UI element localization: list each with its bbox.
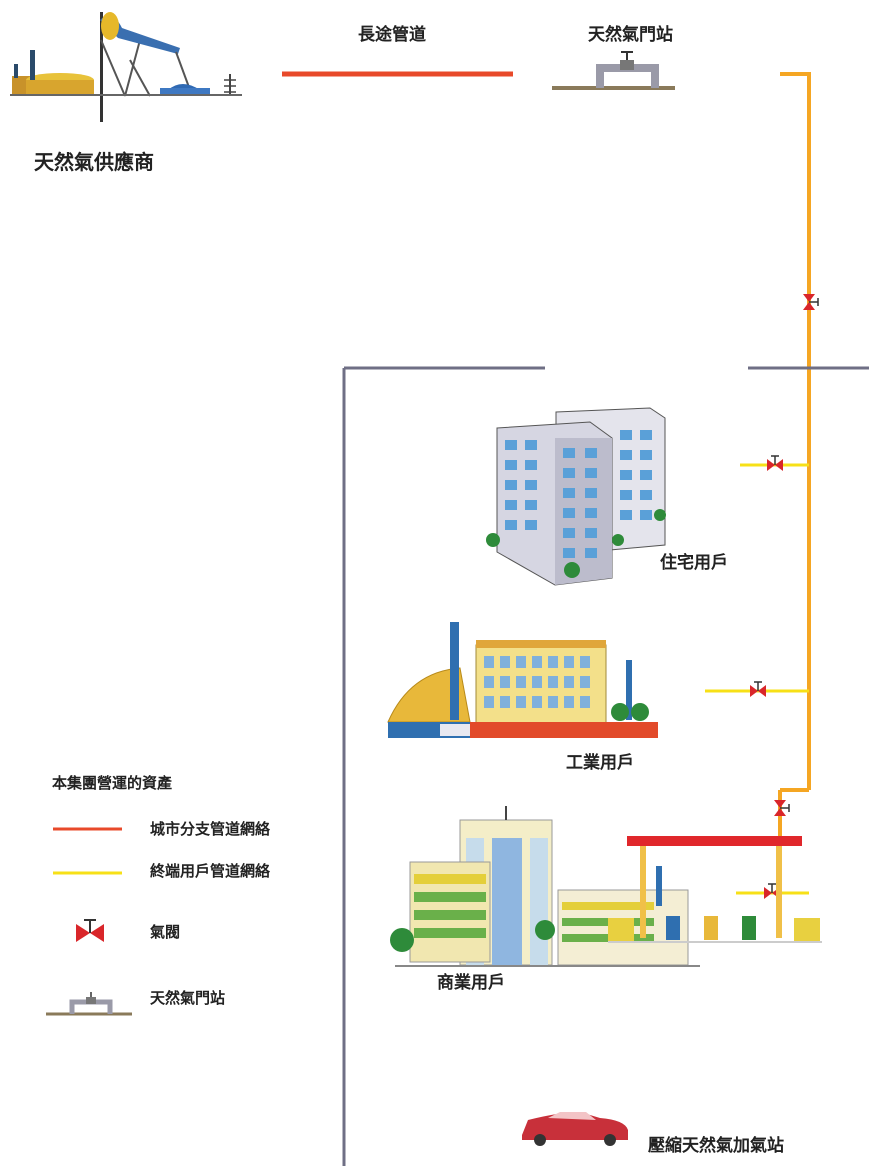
trunk-valve-icon bbox=[802, 293, 819, 311]
commercial-label: 商業用戶 bbox=[437, 973, 505, 993]
cng-station-label: 壓縮天然氣加氣站 bbox=[648, 1136, 784, 1156]
supplier-label: 天然氣供應商 bbox=[34, 150, 154, 174]
industrial-label: 工業用戶 bbox=[566, 753, 634, 773]
city-branch-pipeline bbox=[778, 72, 811, 840]
legend-valve-icon bbox=[76, 919, 104, 942]
residential-label: 住宅用戶 bbox=[660, 553, 728, 573]
group-boundary bbox=[342, 366, 869, 1166]
supplier-illustration bbox=[10, 12, 242, 122]
gate-station-illustration bbox=[552, 51, 675, 90]
residential-valve-icon bbox=[766, 455, 784, 472]
end-user-pipelines bbox=[705, 463, 809, 895]
gate-station-label: 天然氣門站 bbox=[588, 25, 673, 45]
legend-item-yellow-label: 終端用戶管道網絡 bbox=[150, 862, 271, 880]
legend-gate-station-icon bbox=[46, 992, 132, 1016]
long-pipeline-label: 長途管道 bbox=[358, 25, 426, 45]
legend-item-gate-label: 天然氣門站 bbox=[150, 989, 226, 1007]
legend-graphics bbox=[46, 827, 132, 1016]
legend-item-valve-label: 氣閥 bbox=[150, 923, 181, 941]
legend-title: 本集團營運的資產 bbox=[52, 774, 173, 792]
industrial-illustration bbox=[387, 622, 658, 738]
cng-valve-icon bbox=[773, 799, 790, 817]
legend-item-orange-label: 城市分支管道網絡 bbox=[150, 820, 271, 838]
industrial-valve-icon bbox=[749, 681, 767, 698]
residential-buildings-illustration bbox=[486, 407, 666, 586]
cng-station-illustration bbox=[522, 836, 822, 1146]
